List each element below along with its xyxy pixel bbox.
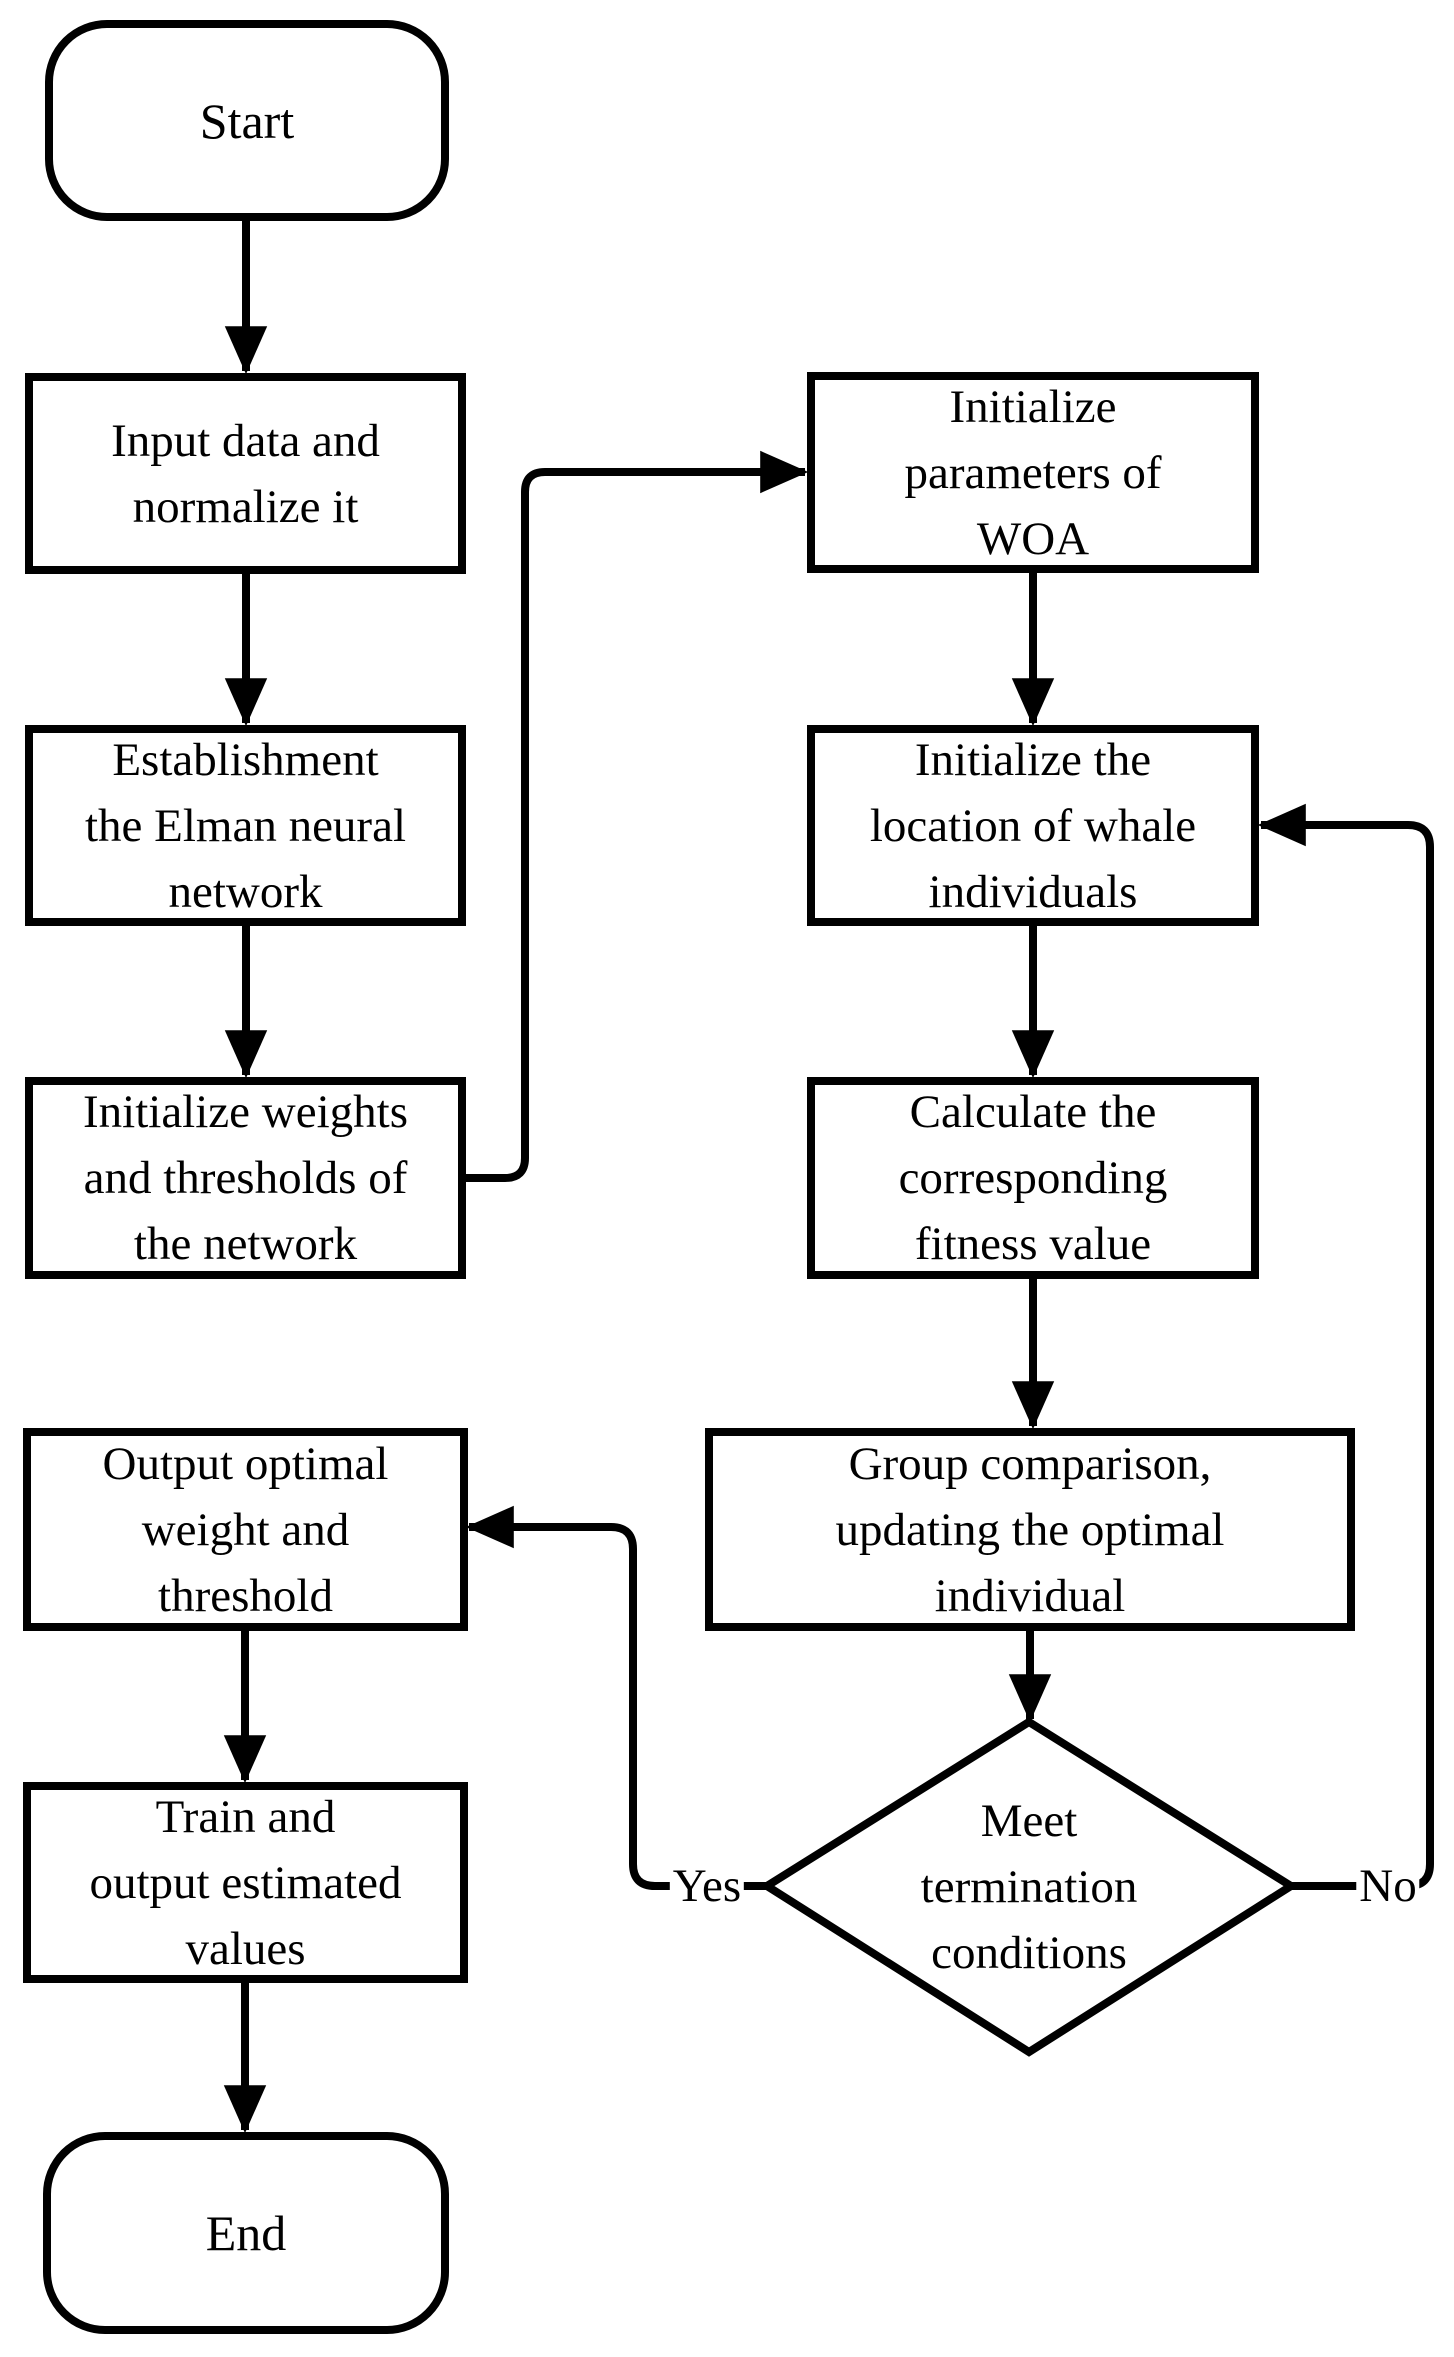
node-init-weights-line: and thresholds of [83,1152,408,1204]
node-group-compare-line: individual [934,1569,1126,1622]
node-start: Start [45,20,449,221]
node-input-data-line: Input data and [111,414,380,467]
node-elman-network-line: network [168,865,323,918]
node-input-data: Input data and normalize it [25,373,466,574]
node-fitness-value-line: fitness value [914,1218,1152,1270]
node-train-output-line: values [185,1922,306,1975]
node-train-output: Train and output estimated values [23,1782,468,1983]
node-fitness-value: Calculate the corresponding fitness valu… [807,1077,1259,1279]
node-woa-params-line: parameters of [904,446,1162,499]
node-whale-location-line: location of whale [869,799,1197,852]
node-whale-location-line: Initialize the [914,733,1152,786]
node-elman-network-line: Establishment [112,733,379,786]
node-input-data-line: normalize it [132,480,359,533]
node-decision-line: Meet [980,1795,1078,1847]
node-start-label: Start [199,92,295,149]
node-decision-line: conditions [931,1927,1127,1979]
node-fitness-value-line: corresponding [898,1152,1168,1204]
node-whale-location: Initialize the location of whale individ… [807,725,1259,926]
node-whale-location-line: individuals [928,865,1138,918]
node-init-weights: Initialize weights and thresholds of the… [25,1077,466,1279]
node-output-optimal: Output optimal weight and threshold [23,1428,468,1631]
node-woa-params-line: Initialize [949,380,1117,433]
node-fitness-value-line: Calculate the [909,1086,1157,1138]
edge-init-weights-to-woa-params [465,450,809,1182]
node-group-compare: Group comparison, updating the optimal i… [705,1428,1355,1631]
node-init-weights-line: Initialize weights [83,1086,408,1138]
node-group-compare-line: Group comparison, [848,1437,1212,1490]
edge-decision-yes-to-output-optimal [465,1505,767,1890]
edge-decision-no-to-whale-location [1257,803,1434,1890]
edge-label-no: No [1356,1860,1420,1912]
edge-label-yes: Yes [669,1860,745,1912]
node-decision-line: termination [920,1861,1138,1913]
node-group-compare-line: updating the optimal [835,1503,1225,1556]
node-train-output-line: output estimated [89,1856,402,1909]
node-output-optimal-line: threshold [158,1569,333,1622]
node-elman-network: Establishment the Elman neural network [25,725,466,926]
decision-diamond-shape [759,1717,1299,2057]
node-train-output-line: Train and [155,1790,336,1843]
node-end-label: End [205,2205,287,2261]
node-end: End [43,2132,449,2334]
node-decision-label: Meet termination conditions [779,1789,1279,1985]
node-output-optimal-line: Output optimal [102,1437,389,1490]
node-output-optimal-line: weight and [141,1503,350,1556]
node-woa-params: Initialize parameters of WOA [807,372,1259,573]
node-woa-params-line: WOA [976,512,1090,565]
node-elman-network-line: the Elman neural [84,799,407,852]
node-init-weights-line: the network [133,1218,358,1270]
